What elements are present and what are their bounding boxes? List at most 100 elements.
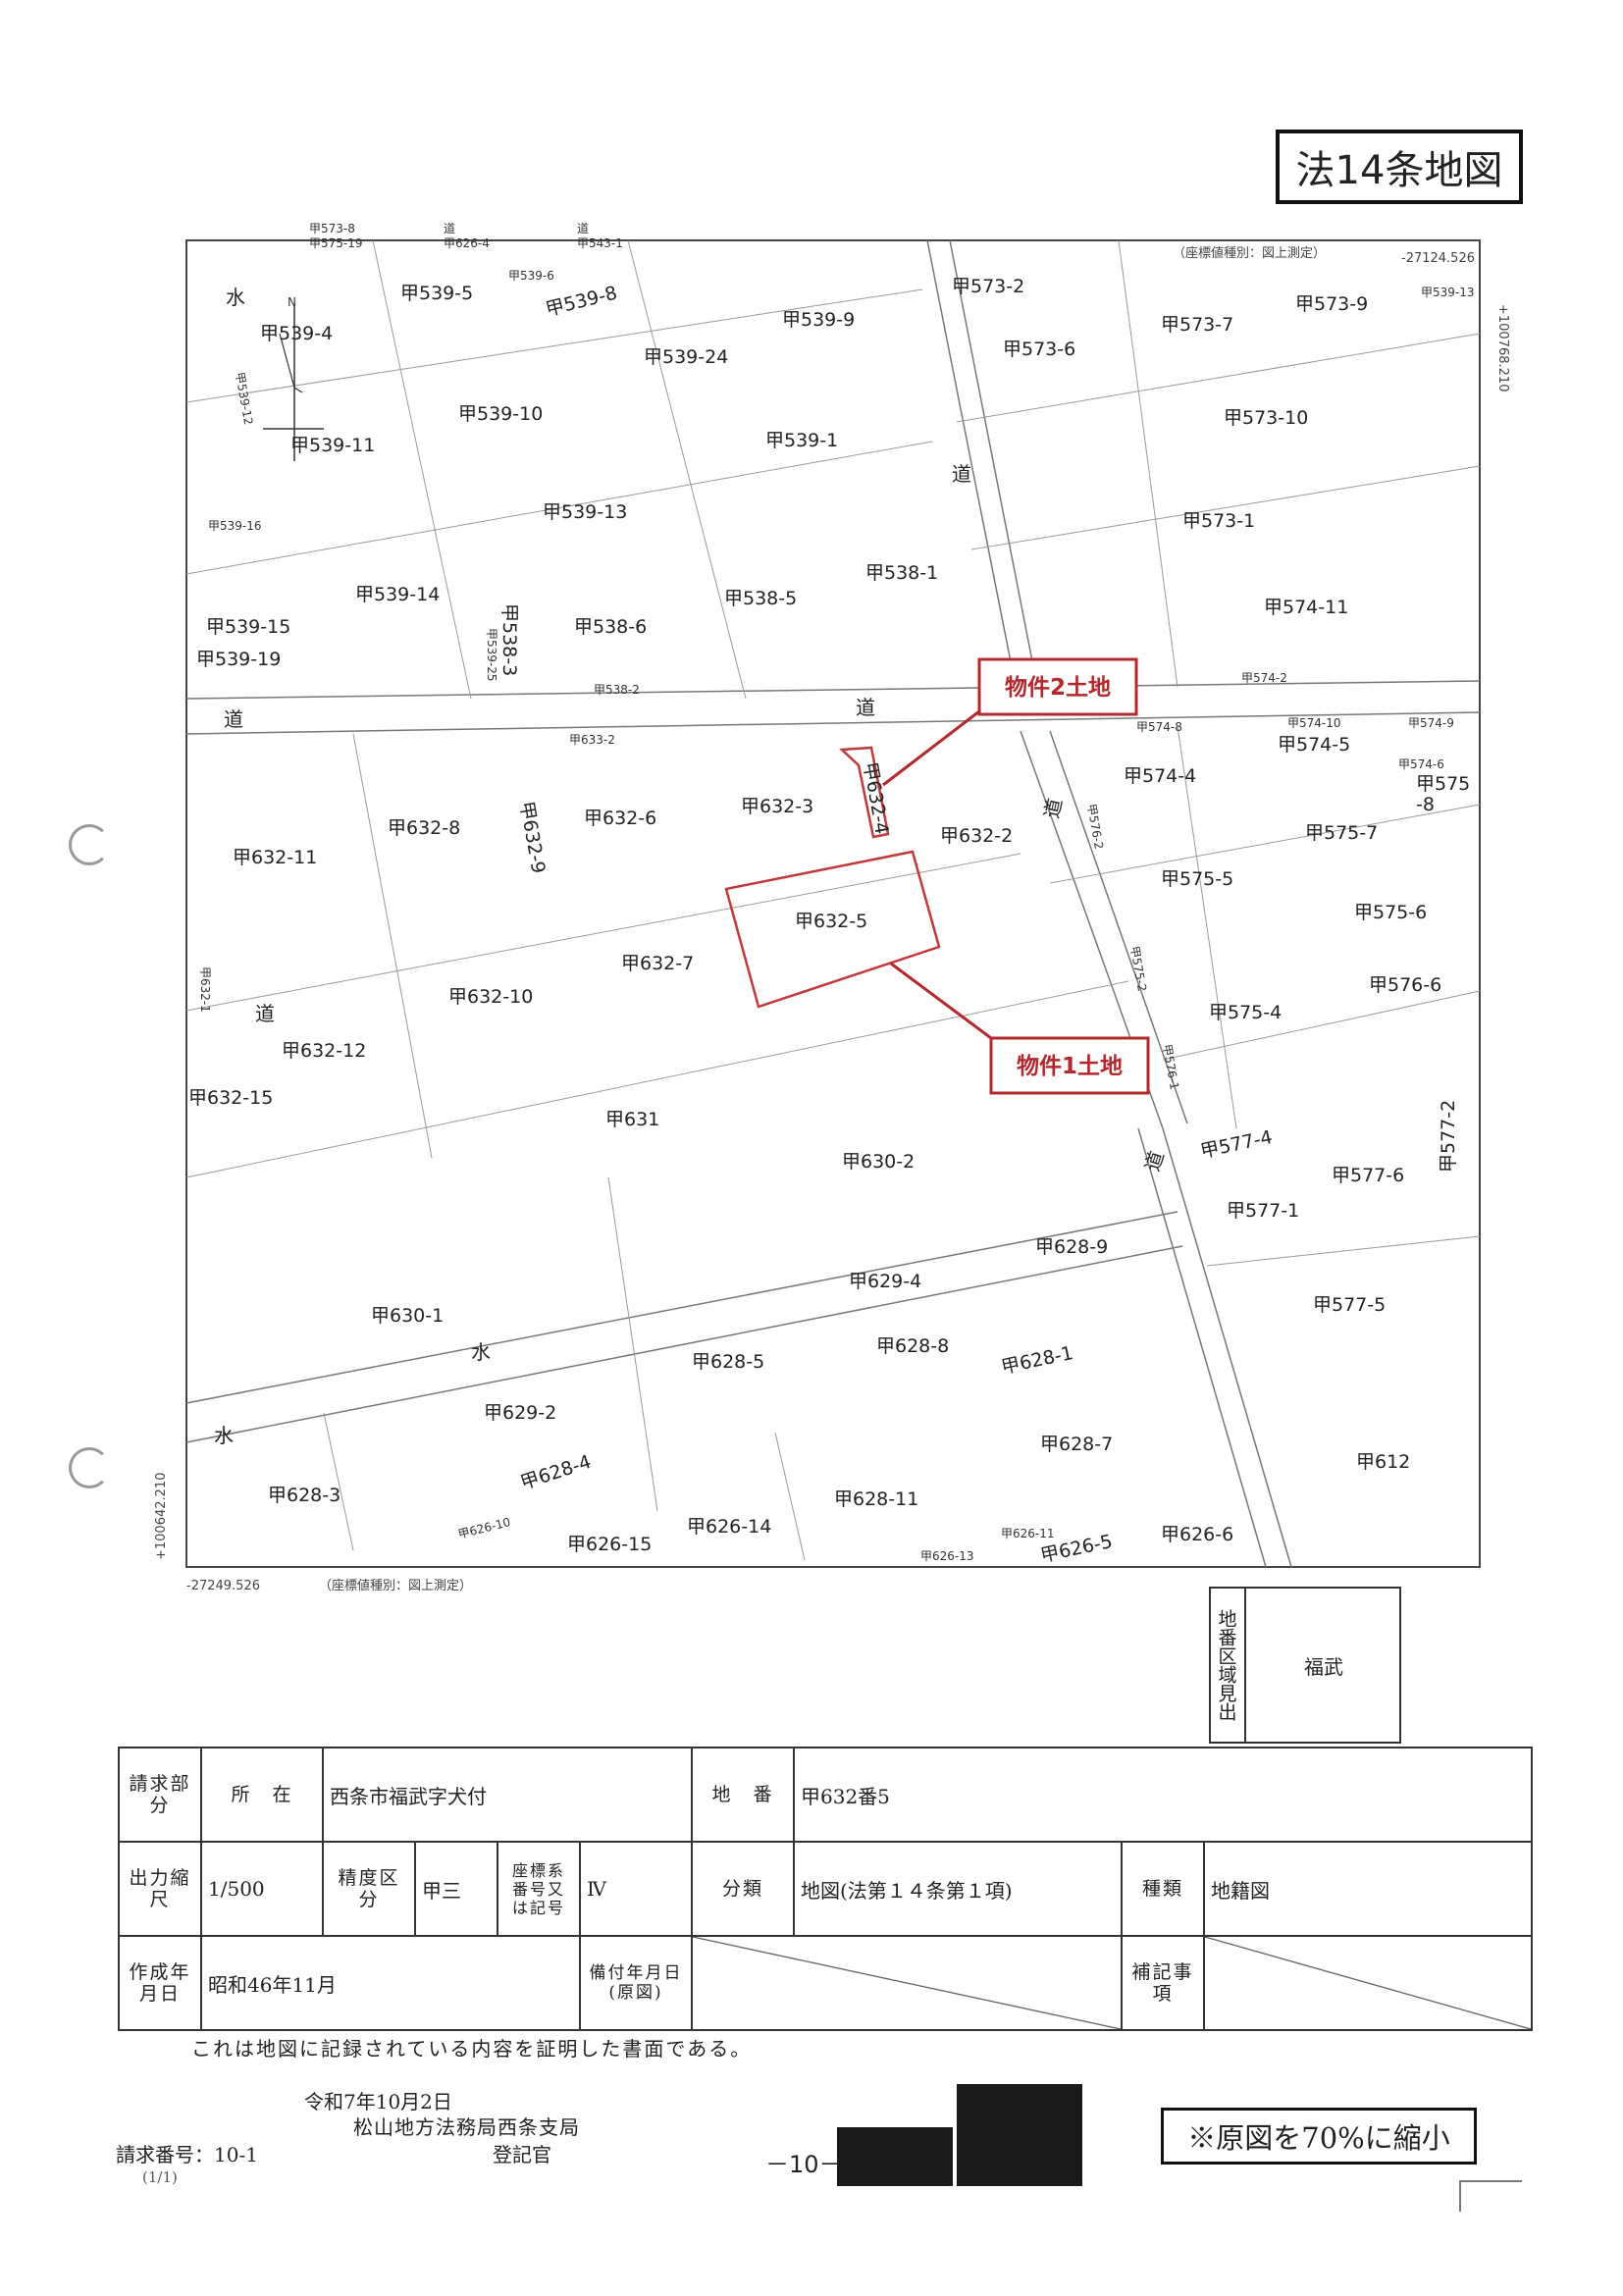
- issuing-bureau: 松山地方法務局西条支局: [353, 2115, 580, 2139]
- parcel-label: 甲539-16: [208, 519, 262, 533]
- callout-leader-1: [890, 962, 992, 1040]
- parcel-label: 甲539-13: [543, 501, 627, 523]
- parcel-label: 甲632-11: [233, 847, 317, 868]
- road-label: 道: [856, 696, 875, 719]
- accuracy-value: 甲三: [414, 1841, 498, 1937]
- parcel-label: 甲577-5: [1313, 1294, 1386, 1316]
- parcel-label: 甲538-1: [865, 562, 938, 584]
- notes-date-value: [691, 1935, 1123, 2031]
- parcel-label: 甲628-7: [1040, 1434, 1113, 1455]
- supplement-label: 補記事項: [1121, 1935, 1205, 2031]
- note-item: 甲543-1: [577, 236, 623, 250]
- scale-value: 1/500: [200, 1841, 324, 1937]
- coord-x-bottom: -27249.526: [186, 1579, 260, 1593]
- parcel-label: 甲632-12: [282, 1040, 366, 1062]
- parcel-label: 甲576-1: [1160, 1043, 1181, 1091]
- parcel-label: 甲630-2: [842, 1151, 915, 1173]
- binder-hole-icon: [69, 824, 110, 865]
- parcel-label: 甲573-7: [1161, 314, 1233, 336]
- callout-box-1: [989, 1036, 1150, 1095]
- parcel-label: 甲626-13: [920, 1549, 974, 1563]
- created-value: 昭和46年11月: [200, 1935, 581, 2031]
- binder-hole-icon: [69, 1447, 110, 1488]
- notes-date-label: 備付年月日(原図): [579, 1935, 693, 2031]
- index-box: [1209, 1587, 1401, 1744]
- parcel-label: 甲628-9: [1035, 1236, 1108, 1258]
- parcel-label: 甲573-2: [952, 276, 1024, 297]
- parcel-label: 甲574-10: [1287, 716, 1341, 730]
- road-labels: 道 道 道 道 道 道 水 水 水: [214, 286, 1169, 1447]
- map-type-title: 法14条地図: [1295, 148, 1503, 193]
- certification-text: これは地図に記録されている内容を証明した書面である。: [191, 2037, 753, 2061]
- parcel-label: 甲573-9: [1295, 293, 1368, 315]
- parcel-label: 甲577-6: [1332, 1165, 1404, 1186]
- parcel-label: 甲626-6: [1161, 1524, 1233, 1545]
- coord-value: Ⅳ: [579, 1841, 693, 1937]
- kind-label: 種類: [1121, 1841, 1205, 1937]
- parcel-label: 甲626-15: [567, 1534, 652, 1555]
- parcel-label: 甲573-1: [1182, 510, 1255, 532]
- parcel-label: 甲539-14: [355, 584, 440, 605]
- parcel-label: 甲626-10: [456, 1515, 511, 1541]
- map-frame: [185, 239, 1481, 1568]
- redaction-block: [837, 2127, 953, 2186]
- parcel-label: 甲629-4: [849, 1271, 921, 1292]
- register-table: 請求部分 所 在 西条市福武字犬付 地 番 甲632番5 出力縮尺 1/500 …: [118, 1747, 1533, 2031]
- parcel-label: 甲574-9: [1408, 716, 1454, 730]
- parcel-label: 甲628-3: [268, 1485, 340, 1506]
- parcel-label: 甲632-5: [795, 911, 867, 932]
- parcel-label: 甲575-4: [1209, 1002, 1282, 1023]
- parcel-label: 甲626-11: [1001, 1527, 1055, 1540]
- parcel-label: 甲612: [1356, 1451, 1410, 1473]
- request-page: (1/1): [142, 2168, 178, 2186]
- parcel-label: 甲632-2: [940, 825, 1013, 847]
- parcel-label: 甲628-5: [692, 1351, 764, 1373]
- parcel-label: 甲574-11: [1264, 597, 1348, 618]
- lot-label: 地 番: [691, 1747, 795, 1843]
- corner-mark: [1459, 2180, 1522, 2212]
- parcel-label: 甲538-5: [724, 588, 797, 609]
- coord-x-top: -27124.526: [1401, 251, 1475, 266]
- request-number: 請求番号：10-1: [116, 2143, 258, 2166]
- parcel-label: 甲574-2: [1241, 671, 1287, 685]
- callout-leader-2: [882, 709, 980, 787]
- coord-label: 座標系番号又は記号: [497, 1841, 581, 1937]
- parcel-label: 甲626-14: [687, 1516, 771, 1538]
- road-label: 水: [226, 286, 245, 309]
- callout-box-2: [977, 657, 1138, 716]
- parcel-label: 甲632-15: [188, 1087, 273, 1109]
- reduction-note-text: ※原図を70%に縮小: [1187, 2121, 1450, 2155]
- parcel-label: 甲575: [1416, 773, 1470, 795]
- callout-property2-label: 物件2土地: [1005, 674, 1111, 701]
- accuracy-label: 精度区分: [322, 1841, 416, 1937]
- class-label: 分類: [691, 1841, 795, 1937]
- parcel-label: 甲539-10: [458, 403, 543, 425]
- parcel-label: 甲539-4: [260, 323, 333, 344]
- register-row: 請求部分 所 在 西条市福武字犬付 地 番 甲632番5: [118, 1747, 1533, 1843]
- lot-value: 甲632番5: [793, 1747, 1533, 1843]
- registrar-label: 登記官: [493, 2143, 551, 2166]
- parcel-label: 甲538-3: [498, 603, 520, 676]
- coord-y-right: +100768.210: [1495, 304, 1510, 391]
- parcel-label: 甲576-6: [1369, 974, 1441, 996]
- parcel-label: 甲574-8: [1136, 720, 1182, 734]
- parcel-label: 甲538-2: [594, 683, 640, 697]
- issue-date: 令和7年10月2日: [304, 2090, 452, 2113]
- register-row: 作成年月日 昭和46年11月 備付年月日(原図) 補記事項: [118, 1935, 1533, 2031]
- map-type-box: 法14条地図: [1276, 130, 1523, 204]
- road-label: 水: [471, 1340, 491, 1364]
- parcel-label: 甲539-13: [1421, 286, 1475, 299]
- parcel-label: 甲632-7: [621, 953, 694, 974]
- parcel-label: 甲632-8: [388, 817, 460, 839]
- road-label: 水: [214, 1424, 234, 1447]
- parcel-label: 甲631: [605, 1109, 659, 1130]
- parcel-label: 甲573-10: [1224, 407, 1308, 429]
- note-item: 道: [577, 222, 589, 235]
- note-item: 甲626-4: [444, 236, 490, 250]
- parcel-label: 甲575-2: [1127, 945, 1149, 993]
- parcel-label: 甲630-1: [371, 1305, 444, 1327]
- parcel-label: 甲576-2: [1084, 803, 1106, 851]
- coord-y-left: +100642.210: [154, 1473, 169, 1560]
- location-label: 所 在: [200, 1747, 324, 1843]
- parcel-label: 甲539-8: [544, 283, 619, 321]
